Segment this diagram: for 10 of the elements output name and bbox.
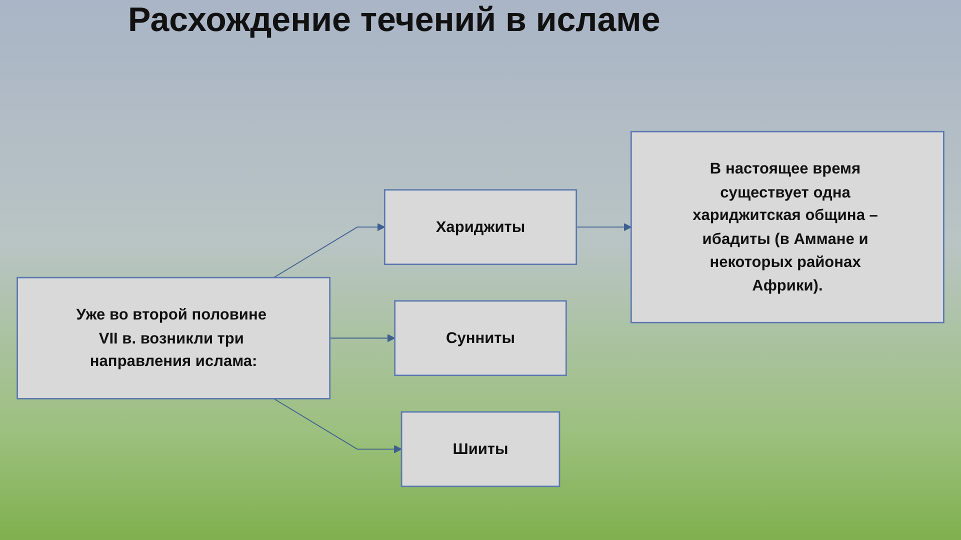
- arrow: [329, 334, 396, 342]
- arrow: [576, 223, 632, 232]
- arrow: [273, 223, 386, 278]
- node-box: Сунниты: [394, 300, 567, 376]
- node-box: В настоящее время существует одна хариджитская община – ибадиты (в Аммане и некоторых районах Африки).: [630, 130, 944, 324]
- node-box: Уже во второй половине VII в. возникли три направления ислама:: [16, 276, 330, 400]
- node-box: Хариджиты: [384, 189, 578, 266]
- arrow: [273, 398, 402, 454]
- title: Расхождение течений в исламе: [128, 2, 662, 38]
- node-box: Шииты: [400, 411, 560, 488]
